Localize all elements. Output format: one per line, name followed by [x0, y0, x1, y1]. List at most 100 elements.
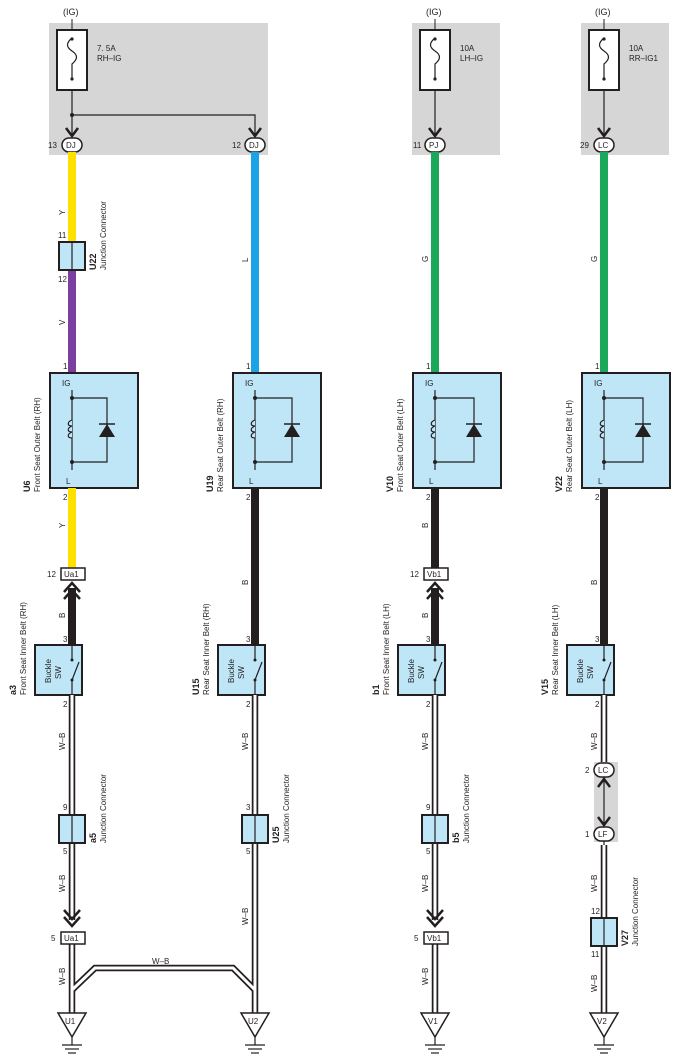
wire-label-y-top: Y: [58, 209, 67, 215]
wire-label-g-rr: G: [590, 256, 599, 262]
b1-pin2: 2: [426, 700, 431, 709]
connector-lf-1: LF: [593, 826, 615, 842]
a5-pin-out: 5: [63, 847, 68, 856]
junction-connector-a5: [58, 814, 86, 844]
fuse-rr: [588, 29, 620, 91]
ground-u1: U1: [56, 1012, 88, 1054]
u6-name: Front Seat Outer Belt (RH): [33, 397, 42, 492]
v10-code: V10: [385, 476, 395, 492]
u19-name: Rear Seat Outer Belt (RH): [216, 398, 225, 492]
v22-code: V22: [554, 476, 564, 492]
wire-label-g-lh: G: [421, 256, 430, 262]
b5-name: Junction Connector: [462, 774, 471, 843]
u19-term-ig: IG: [245, 379, 253, 388]
connector-lc-2: LC: [593, 762, 615, 778]
u15-label1: Buckle: [227, 658, 236, 683]
connector-vb1-12: Vb1: [423, 567, 449, 581]
ig-label-rr: (IG): [595, 7, 611, 17]
v10-name: Front Seat Outer Belt (LH): [396, 398, 405, 492]
wb-label-4: W–B: [241, 733, 250, 750]
junction-connector-b5: [421, 814, 449, 844]
wire-label-b-v22: B: [590, 580, 599, 585]
buckle-switch-a3: [34, 644, 83, 696]
ground-v1: V1: [419, 1012, 451, 1054]
wire-label-b-b1: B: [421, 613, 430, 618]
belt-unit-v10: [412, 372, 502, 489]
pin-13: 13: [48, 141, 57, 150]
u22-code: U22: [88, 253, 98, 270]
fuse-rr-name: RR–IG1: [629, 54, 658, 63]
wb-label-1: W–B: [58, 733, 67, 750]
wb-label-3: W–B: [58, 968, 67, 985]
a5-code: a5: [88, 833, 98, 843]
v22-term-ig: IG: [594, 379, 602, 388]
v15-label1: Buckle: [576, 658, 585, 683]
a3-label2: SW: [54, 666, 63, 679]
a3-code: a3: [8, 685, 18, 695]
u19-pin2: 2: [246, 493, 251, 502]
fuse-lh: [419, 29, 451, 91]
v10-pin1: 1: [426, 362, 431, 371]
a3-name: Front Seat Inner Belt (RH): [19, 602, 28, 695]
svg-text:LC: LC: [598, 141, 608, 150]
u6-pin1: 1: [63, 362, 68, 371]
ua1-pin12: 12: [47, 570, 56, 579]
connector-ua1-12: Ua1: [60, 567, 86, 581]
v10-term-l: L: [429, 477, 434, 486]
ground-u2: U2: [239, 1012, 271, 1054]
u19-pin1: 1: [246, 362, 251, 371]
v15-pin3: 3: [595, 635, 600, 644]
ground-v2: V2: [588, 1012, 620, 1054]
wire-label-y-mid: Y: [58, 522, 67, 528]
connector-vb1-5: Vb1: [423, 931, 449, 945]
wire-label-v: V: [58, 319, 67, 325]
wb-label-9: W–B: [590, 733, 599, 750]
ua1-pin5: 5: [51, 934, 56, 943]
v22-term-l: L: [598, 477, 603, 486]
b5-code: b5: [451, 832, 461, 843]
fuse-lh-rating: 10A: [460, 44, 475, 53]
lf-pin1: 1: [585, 830, 590, 839]
v10-term-ig: IG: [425, 379, 433, 388]
wb-label-2: W–B: [58, 875, 67, 892]
vb1-pin5: 5: [414, 934, 419, 943]
b1-name: Front Seat Inner Belt (LH): [382, 603, 391, 695]
wb-label-8: W–B: [421, 968, 430, 985]
svg-text:Ua1: Ua1: [64, 934, 79, 943]
ig-label-lh: (IG): [426, 7, 442, 17]
connector-pj-11: PJ: [424, 137, 446, 153]
u6-code: U6: [22, 480, 32, 492]
u22-pin-out: 12: [58, 275, 67, 284]
u15-pin3: 3: [246, 635, 251, 644]
wb-label-5: W–B: [241, 908, 250, 925]
fuse-rh: [56, 29, 88, 91]
u6-term-l: L: [66, 477, 71, 486]
u22-name: Junction Connector: [99, 201, 108, 270]
u15-pin2: 2: [246, 700, 251, 709]
u22-pin-in: 11: [58, 231, 67, 240]
u15-code: U15: [191, 678, 201, 695]
u6-pin2: 2: [63, 493, 68, 502]
b1-pin3: 3: [426, 635, 431, 644]
u25-name: Junction Connector: [282, 774, 291, 843]
a3-label1: Buckle: [44, 658, 53, 683]
junction-connector-v27: [590, 917, 618, 947]
wb-label-10: W–B: [590, 875, 599, 892]
svg-text:DJ: DJ: [66, 141, 76, 150]
wire-label-b-u19: B: [241, 580, 250, 585]
v27-name: Junction Connector: [631, 877, 640, 946]
svg-text:Vb1: Vb1: [427, 934, 442, 943]
svg-text:LF: LF: [598, 830, 607, 839]
v15-code: V15: [540, 679, 550, 695]
v27-pin-in: 12: [591, 907, 600, 916]
connector-dj-12: DJ: [244, 137, 266, 153]
junction-connector-u25: [241, 814, 269, 844]
connector-lc-29: LC: [593, 137, 615, 153]
junction-connector-u22: [58, 241, 86, 271]
u25-pin-out: 5: [246, 847, 251, 856]
v15-name: Rear Seat Inner Belt (LH): [551, 604, 560, 695]
lc-pin2: 2: [585, 766, 590, 775]
svg-text:U1: U1: [65, 1017, 76, 1026]
wb-label-7: W–B: [421, 875, 430, 892]
wb-label-11: W–B: [590, 975, 599, 992]
